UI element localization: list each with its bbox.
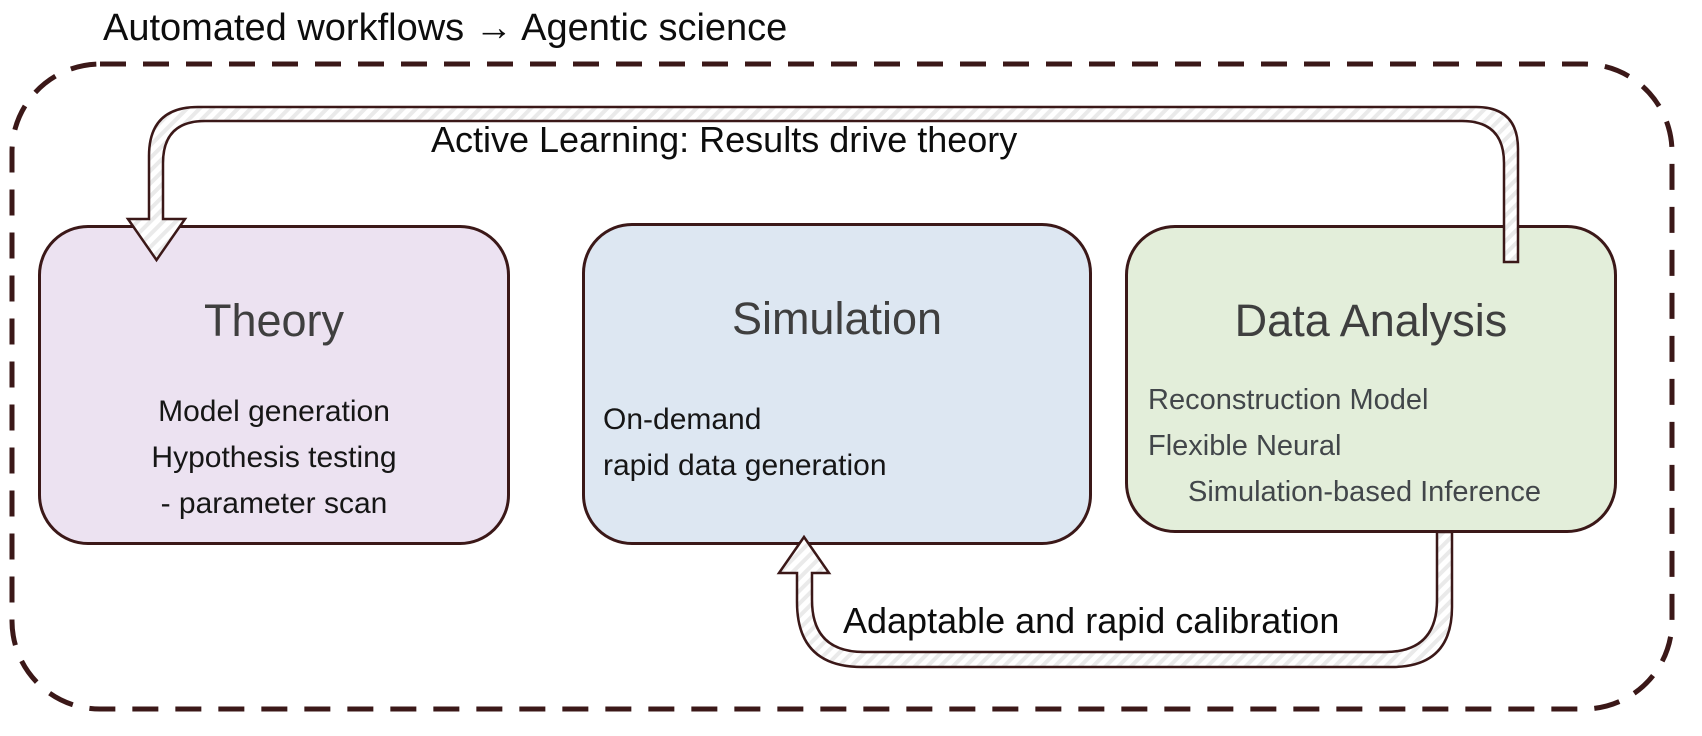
- data-analysis-box-body: Reconstruction Model Flexible Neural Sim…: [1128, 377, 1614, 515]
- simulation-box: Simulation On-demand rapid data generati…: [582, 223, 1092, 545]
- theory-line-3: - parameter scan: [160, 487, 388, 520]
- data-analysis-box-title: Data Analysis: [1234, 295, 1508, 346]
- data-analysis-line-1: Reconstruction Model: [1148, 384, 1429, 416]
- simulation-box-body: On-demand rapid data generation: [585, 397, 1089, 489]
- simulation-line-2: rapid data generation: [603, 449, 887, 482]
- theory-box: Theory Model generation Hypothesis testi…: [38, 225, 510, 545]
- theory-box-body: Model generation Hypothesis testing - pa…: [41, 389, 507, 527]
- data-analysis-line-2: Flexible Neural: [1148, 430, 1342, 462]
- data-analysis-box: Data Analysis Reconstruction Model Flexi…: [1125, 225, 1617, 533]
- diagram-title: Automated workflows → Agentic science: [103, 7, 788, 49]
- bottom-arrow-label: Adaptable and rapid calibration: [843, 600, 1340, 641]
- top-arrow-label: Active Learning: Results drive theory: [431, 119, 1018, 160]
- simulation-line-1: On-demand: [603, 403, 762, 436]
- data-analysis-line-3: Simulation-based Inference: [1188, 476, 1542, 508]
- theory-line-2: Hypothesis testing: [151, 441, 397, 474]
- theory-box-title: Theory: [203, 295, 345, 346]
- theory-line-1: Model generation: [158, 395, 390, 428]
- simulation-box-title: Simulation: [731, 293, 943, 344]
